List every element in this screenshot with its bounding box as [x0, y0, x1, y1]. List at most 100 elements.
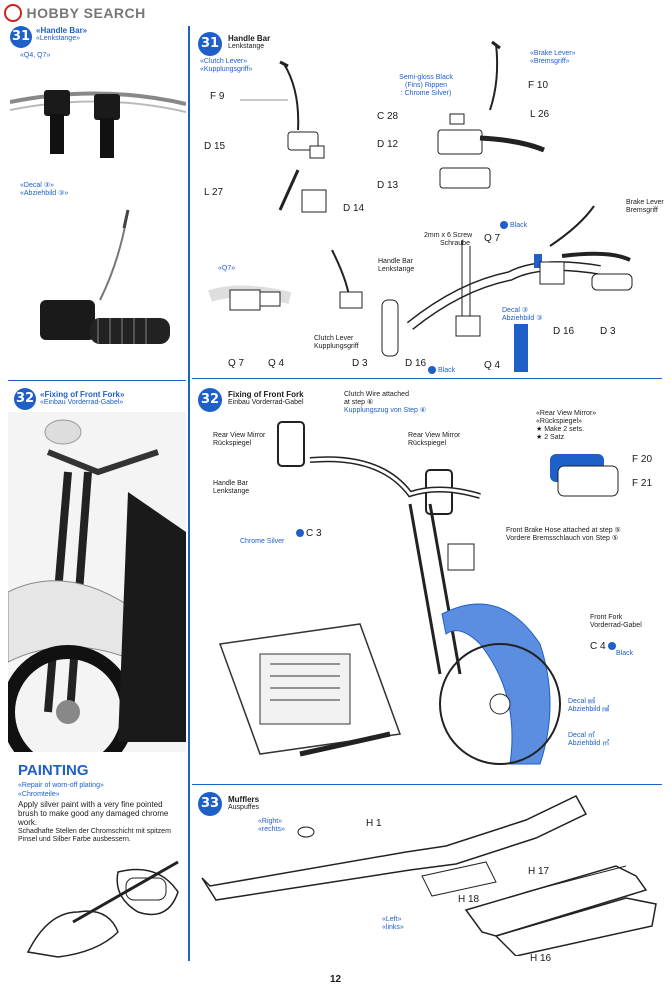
- rear-view-mirror-right: Rear View Mirror: [408, 432, 461, 439]
- decal-callout-de-left: «Abziehbild ③»: [20, 190, 69, 197]
- part-d3a: D 3: [352, 358, 368, 369]
- step-32-title-de-left: «Einbau Vorderrad-Gabel»: [40, 399, 124, 406]
- part-c4-label: C 4: [590, 641, 606, 652]
- part-h16: H 16: [530, 953, 552, 964]
- right-divider-1: [192, 378, 662, 379]
- front-fork-photo: [8, 412, 186, 752]
- decal-37-note: Decal ㎣ Abziehbild ㎣: [568, 698, 609, 714]
- paint-note-line-2: (Fins) Rippen: [404, 82, 447, 89]
- clutch-wire-line-2: at step ⑥: [344, 399, 374, 406]
- part-f9: F 9: [210, 91, 225, 102]
- clutch-lever-callout: «Clutch Lever»: [200, 58, 248, 65]
- part-q7a: Q 7: [228, 358, 245, 369]
- painting-text-de: Schadhafte Stellen der Chromschicht mit …: [18, 828, 171, 843]
- part-f10: F 10: [528, 80, 549, 91]
- clutch-wire-note: Clutch Wire attached at step ⑥ Kupplungs…: [344, 391, 426, 415]
- decal-label-de: Abziehbild ③: [502, 315, 543, 322]
- brake-lever-label-2-de: Bremsgriff: [626, 207, 658, 214]
- front-fork-assembly-drawing: [200, 414, 600, 780]
- part-d16a: D 16: [405, 358, 427, 369]
- part-d15: D 15: [204, 141, 226, 152]
- handle-bar-label: Handle Bar: [378, 258, 414, 265]
- black-label-1: Black: [510, 221, 528, 229]
- paint-dot-icon: [428, 366, 436, 374]
- black-note-1: Black: [500, 221, 527, 230]
- grip-photo: [20, 200, 186, 370]
- part-c3-label: C 3: [306, 528, 322, 539]
- clutch-wire-de: Kupplungszug von Step ⑥: [344, 407, 427, 414]
- rear-view-mirror-left-de: Rückspiegel: [213, 440, 252, 447]
- step-31-badge-left: 31: [10, 26, 32, 48]
- screw-label: 2mm x 6 Screw: [424, 232, 473, 239]
- decal-31-label: Decal ㎡: [568, 732, 595, 739]
- brake-lever-drawing: [420, 40, 560, 200]
- part-h1: H 1: [366, 818, 382, 829]
- part-l27: L 27: [204, 187, 224, 198]
- brake-hose-label-de: Vordere Bremsschlauch von Step ⑤: [506, 535, 619, 542]
- painting-text-en: Apply silver paint with a very fine poin…: [18, 800, 169, 827]
- logo-text: HOBBY SEARCH: [26, 5, 146, 21]
- paint-note-line-1: Semi-gloss Black: [399, 74, 453, 81]
- decal-strip: [514, 324, 528, 372]
- chrome-silver-note: Chrome Silver: [240, 538, 284, 546]
- part-q7b: Q 7: [484, 233, 501, 244]
- screw-label-de: Schraube: [440, 240, 470, 247]
- brake-lever-callout-de: «Bremsgriff»: [530, 58, 570, 65]
- mirror-callout-title: «Rear View Mirror»: [536, 410, 597, 417]
- black-note-2: Black: [428, 366, 455, 375]
- right-side-label-de: «rechts»: [258, 826, 285, 833]
- black-label-32: Black: [616, 650, 634, 657]
- paint-dot-icon: [500, 221, 508, 229]
- step-33-title-de: Auspuffes: [228, 804, 260, 811]
- part-d16b: D 16: [553, 326, 575, 337]
- clutch-wire-line-1: Clutch Wire attached: [344, 391, 409, 398]
- part-c4: C 4: [590, 641, 618, 652]
- rear-view-mirror-right-de: Rückspiegel: [408, 440, 447, 447]
- part-d3b: D 3: [600, 326, 616, 337]
- make-2-sets: ★ Make 2 sets.: [536, 426, 584, 433]
- part-l26: L 26: [530, 109, 550, 120]
- brake-hose-note: Front Brake Hose attached at step ⑤ Vord…: [506, 527, 621, 543]
- brake-hose-label: Front Brake Hose attached at step ⑤: [506, 527, 621, 534]
- step-32-badge: 32: [198, 388, 222, 412]
- part-f20: F 20: [632, 454, 653, 465]
- decal-label: Decal ③: [502, 307, 529, 314]
- hobby-search-logo: HOBBY SEARCH: [4, 4, 146, 22]
- step-32-title-de: Einbau Vorderrad-Gabel: [228, 399, 304, 406]
- vertical-divider: [188, 26, 190, 961]
- handlebar-assembly-drawing: [200, 176, 660, 374]
- part-c3: C 3: [296, 528, 322, 539]
- step-31-title-left: «Handle Bar»: [36, 26, 88, 35]
- handlebar-clamps-photo: [10, 64, 186, 174]
- step-32-title-left: «Fixing of Front Fork»: [40, 390, 125, 399]
- part-q4b: Q 4: [484, 360, 501, 371]
- paint-note: Semi-gloss Black (Fins) Rippen : Chrome …: [386, 74, 466, 98]
- handle-bar-label-32-de: Lenkstange: [213, 488, 250, 495]
- paint-note-line-3: : Chrome Silver): [400, 90, 452, 97]
- step-32-badge-left: 32: [14, 388, 36, 410]
- step-32-title: Fixing of Front Fork: [228, 390, 304, 399]
- front-fork-label-de: Vorderrad-Gabel: [590, 622, 642, 629]
- part-h18: H 18: [458, 894, 480, 905]
- part-d12: D 12: [377, 139, 399, 150]
- step-31-title-de-left: «Lenkstange»: [36, 35, 80, 42]
- mirror-callout-title-de: «Rückspiegel»: [536, 418, 582, 425]
- mirror-callout: «Rear View Mirror» «Rückspiegel» ★ Make …: [536, 410, 596, 442]
- step-31-title-de: Lenkstange: [228, 43, 265, 50]
- part-c28: C 28: [377, 111, 399, 122]
- parts-callout: «Q4, Q7»: [20, 52, 51, 59]
- paint-dot-icon: [296, 529, 304, 538]
- part-f21: F 21: [632, 478, 653, 489]
- black-label-2: Black: [438, 366, 456, 374]
- decal-37-label-de: Abziehbild ㎣: [568, 706, 610, 713]
- mirror-part-drawing: [548, 450, 628, 498]
- right-side-callout: «Right» «rechts»: [258, 818, 285, 834]
- decal-31-label-de: Abziehbild ㎡: [568, 740, 610, 747]
- step-31-badge: 31: [198, 32, 222, 56]
- front-fork-label: Front Fork: [590, 614, 623, 621]
- q7-callout: «Q7»: [218, 265, 236, 272]
- rear-view-mirror-left: Rear View Mirror: [213, 432, 266, 439]
- decal-callout-left: «Decal ③»: [20, 182, 54, 189]
- part-d13: D 13: [377, 180, 399, 191]
- decal-31-note: Decal ㎡ Abziehbild ㎡: [568, 732, 609, 748]
